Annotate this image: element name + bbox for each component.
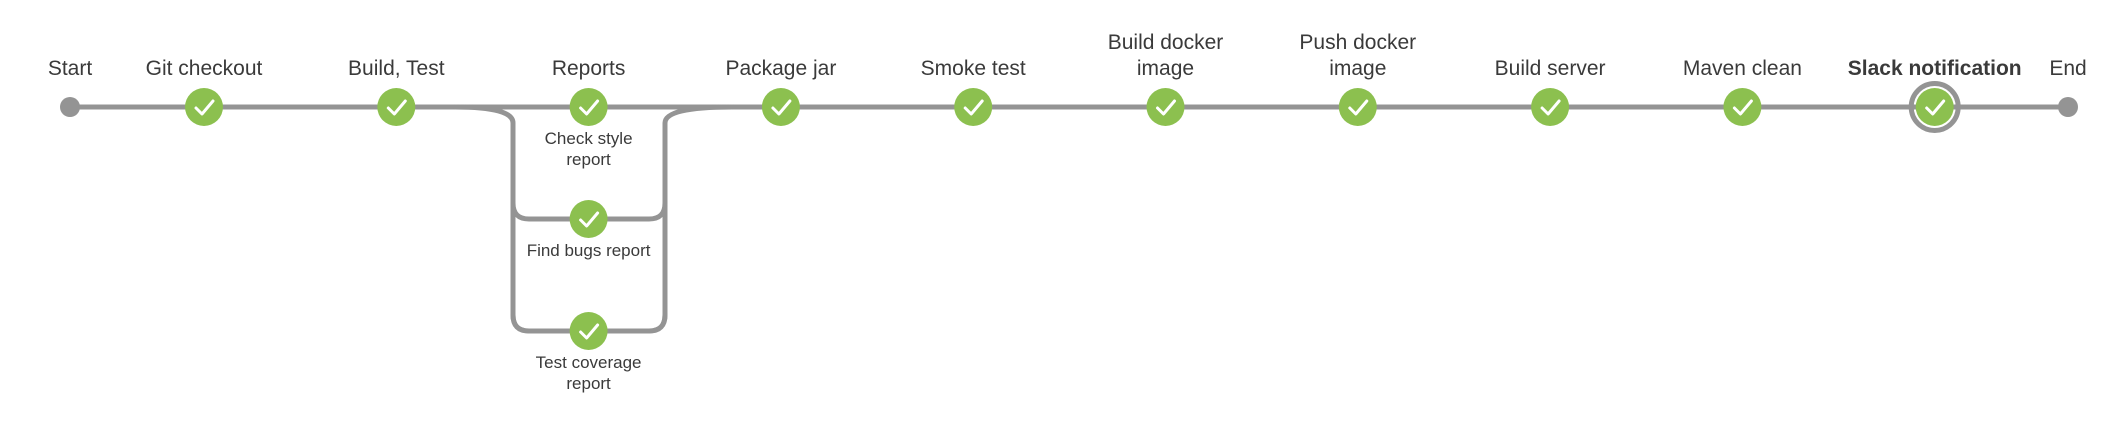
status-success-circle	[1146, 88, 1185, 126]
branch-node-test-coverage-report[interactable]	[569, 312, 608, 350]
check-icon	[771, 99, 792, 116]
stage-label-package-jar-line: Package jar	[725, 57, 836, 80]
check-icon	[1156, 99, 1176, 116]
start-label: Start	[48, 57, 93, 80]
check-icon	[579, 211, 600, 228]
stage-label-slack-notification-line: Slack notification	[1848, 57, 2022, 80]
branch-label-test-coverage-report: Test coverage report	[536, 353, 642, 393]
branch-label-find-bugs-report-line: Find bugs report	[527, 241, 651, 260]
stage-label-build-test: Build, Test	[348, 57, 445, 80]
stage-node-git-checkout[interactable]	[185, 88, 223, 126]
stage-label-package-jar: Package jar	[725, 57, 836, 80]
check-icon	[1540, 99, 1561, 116]
stage-node-package-jar[interactable]	[761, 88, 800, 126]
branch-label-test-coverage-report-line: report	[566, 374, 611, 393]
stage-label-build-server-line: Build server	[1495, 57, 1606, 80]
status-success-circle	[185, 88, 223, 126]
status-success-circle	[954, 88, 993, 126]
stage-node-push-docker-image[interactable]	[1338, 88, 1377, 126]
stage-label-push-docker-image-line: Push docker	[1299, 31, 1416, 54]
stage-label-build-docker-image-line: image	[1137, 57, 1194, 80]
stage-label-push-docker-image: Push docker image	[1299, 31, 1416, 80]
stage-label-slack-notification: Slack notification	[1848, 57, 2022, 80]
branch-label-test-coverage-report-line: Test coverage	[536, 353, 642, 372]
check-icon	[579, 99, 600, 116]
stage-label-smoke-test: Smoke test	[921, 57, 1026, 80]
check-icon	[1925, 99, 1946, 116]
check-icon	[1732, 99, 1753, 116]
stage-label-reports-line: Reports	[552, 57, 626, 80]
status-success-circle	[1723, 88, 1762, 126]
stage-label-build-test-line: Build, Test	[348, 57, 445, 80]
end-label: End	[2049, 57, 2086, 80]
stage-node-slack-notification[interactable]	[1908, 81, 1961, 133]
status-success-circle	[1338, 88, 1377, 126]
stage-label-push-docker-image-line: image	[1329, 57, 1386, 80]
stage-node-smoke-test[interactable]	[954, 88, 993, 126]
status-success-circle	[377, 88, 416, 126]
status-success-circle	[569, 312, 608, 350]
branch-label-find-bugs-report: Find bugs report	[527, 241, 651, 260]
status-success-circle	[569, 200, 608, 238]
branch-label-check-style-report-line: Check style	[545, 129, 633, 148]
branch-node-find-bugs-report[interactable]	[569, 200, 608, 238]
stage-label-git-checkout: Git checkout	[146, 57, 263, 80]
branch-label-check-style-report: Check style report	[545, 129, 633, 169]
check-icon	[386, 99, 407, 116]
stage-label-maven-clean: Maven clean	[1683, 57, 1802, 80]
stage-label-git-checkout-line: Git checkout	[146, 57, 263, 80]
start-node	[60, 97, 80, 117]
stage-label-build-server: Build server	[1495, 57, 1606, 80]
selected-stage-ring	[1908, 81, 1961, 133]
branch-join-connector	[646, 104, 735, 334]
branch-node-check-style-report[interactable]	[569, 88, 608, 126]
branch-label-check-style-report-line: report	[566, 150, 611, 169]
end-node	[2058, 97, 2078, 117]
status-success-circle	[569, 88, 608, 126]
status-success-circle	[1531, 88, 1570, 126]
check-icon	[963, 99, 984, 116]
check-icon	[579, 323, 600, 340]
status-success-circle	[1915, 88, 1954, 126]
stage-label-build-docker-image-line: Build docker	[1108, 31, 1224, 54]
stage-node-maven-clean[interactable]	[1723, 88, 1762, 126]
stage-node-build-test[interactable]	[377, 88, 416, 126]
stage-node-build-server[interactable]	[1531, 88, 1570, 126]
stage-label-build-docker-image: Build docker image	[1108, 31, 1224, 80]
stage-label-smoke-test-line: Smoke test	[921, 57, 1026, 80]
check-icon	[194, 99, 215, 116]
stage-node-build-docker-image[interactable]	[1146, 88, 1185, 126]
check-icon	[1348, 99, 1369, 116]
stage-label-maven-clean-line: Maven clean	[1683, 57, 1802, 80]
stage-label-reports: Reports	[552, 57, 626, 80]
status-success-circle	[761, 88, 800, 126]
